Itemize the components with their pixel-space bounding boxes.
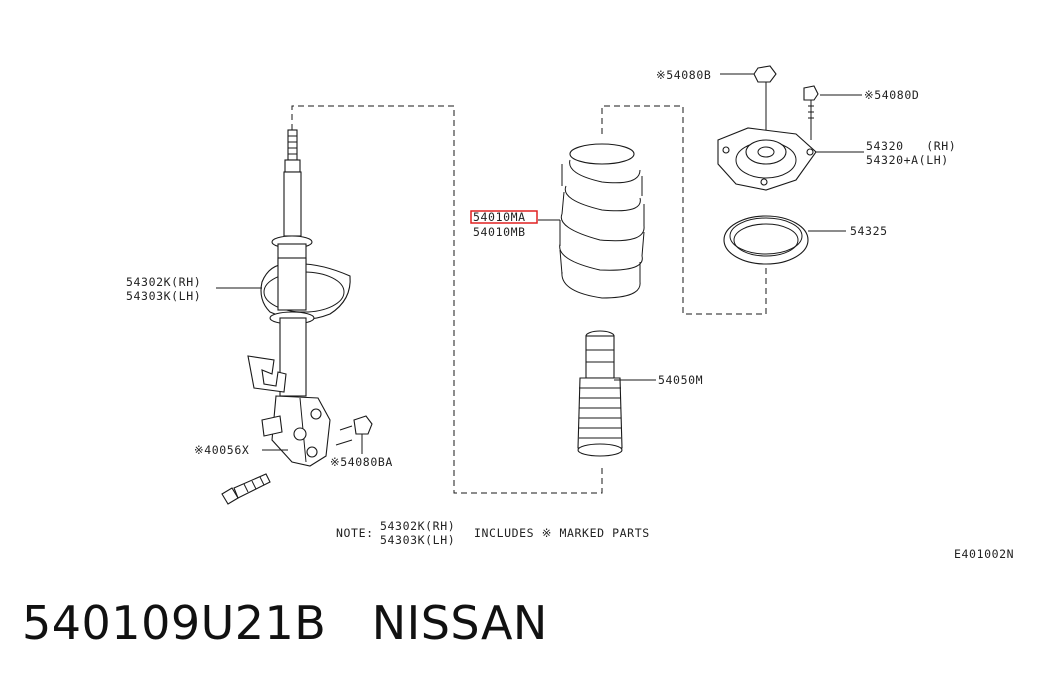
strut-mount[interactable] bbox=[717, 127, 817, 191]
bolt-40056x[interactable] bbox=[221, 473, 271, 505]
nut-54080b[interactable] bbox=[753, 65, 777, 134]
note-rh: 54302K(RH) bbox=[380, 519, 455, 533]
brand-name: NISSAN bbox=[371, 596, 548, 650]
label-54303k[interactable]: 54303K(LH) bbox=[126, 289, 201, 303]
label-54325[interactable]: 54325 bbox=[850, 224, 888, 238]
coil-spring[interactable] bbox=[559, 143, 645, 299]
part-number: 540109U21B bbox=[22, 596, 327, 650]
note-text: INCLUDES ※ MARKED PARTS bbox=[474, 526, 650, 540]
strut-assembly[interactable] bbox=[247, 129, 351, 467]
label-54080d[interactable]: ※54080D bbox=[864, 88, 919, 102]
highlight-box bbox=[470, 210, 538, 224]
label-54302k[interactable]: 54302K(RH) bbox=[126, 275, 201, 289]
label-54010ma[interactable]: 54010MA bbox=[473, 210, 526, 224]
mount-bearing[interactable] bbox=[723, 215, 809, 265]
strut-assembly-outline bbox=[291, 105, 603, 494]
bump-stop-boot[interactable] bbox=[577, 330, 623, 457]
bolt-54080d[interactable] bbox=[803, 85, 819, 140]
label-40056x[interactable]: ※40056X bbox=[194, 443, 249, 457]
label-54050m[interactable]: 54050M bbox=[658, 373, 703, 387]
label-54320-lh[interactable]: 54320+A(LH) bbox=[866, 153, 949, 167]
label-54010mb[interactable]: 54010MB bbox=[473, 225, 526, 239]
part-caption: 540109U21B NISSAN bbox=[22, 596, 548, 650]
note-lh: 54303K(LH) bbox=[380, 533, 455, 547]
label-54080ba[interactable]: ※54080BA bbox=[330, 455, 393, 469]
label-54320-rh[interactable]: 54320 (RH) bbox=[866, 139, 956, 153]
nut-54080ba[interactable] bbox=[339, 415, 373, 435]
label-54080b[interactable]: ※54080B bbox=[656, 68, 711, 82]
diagram-code: E401002N bbox=[954, 547, 1014, 561]
note-prefix: NOTE: bbox=[336, 526, 374, 540]
spring-mount-outline bbox=[601, 105, 767, 315]
